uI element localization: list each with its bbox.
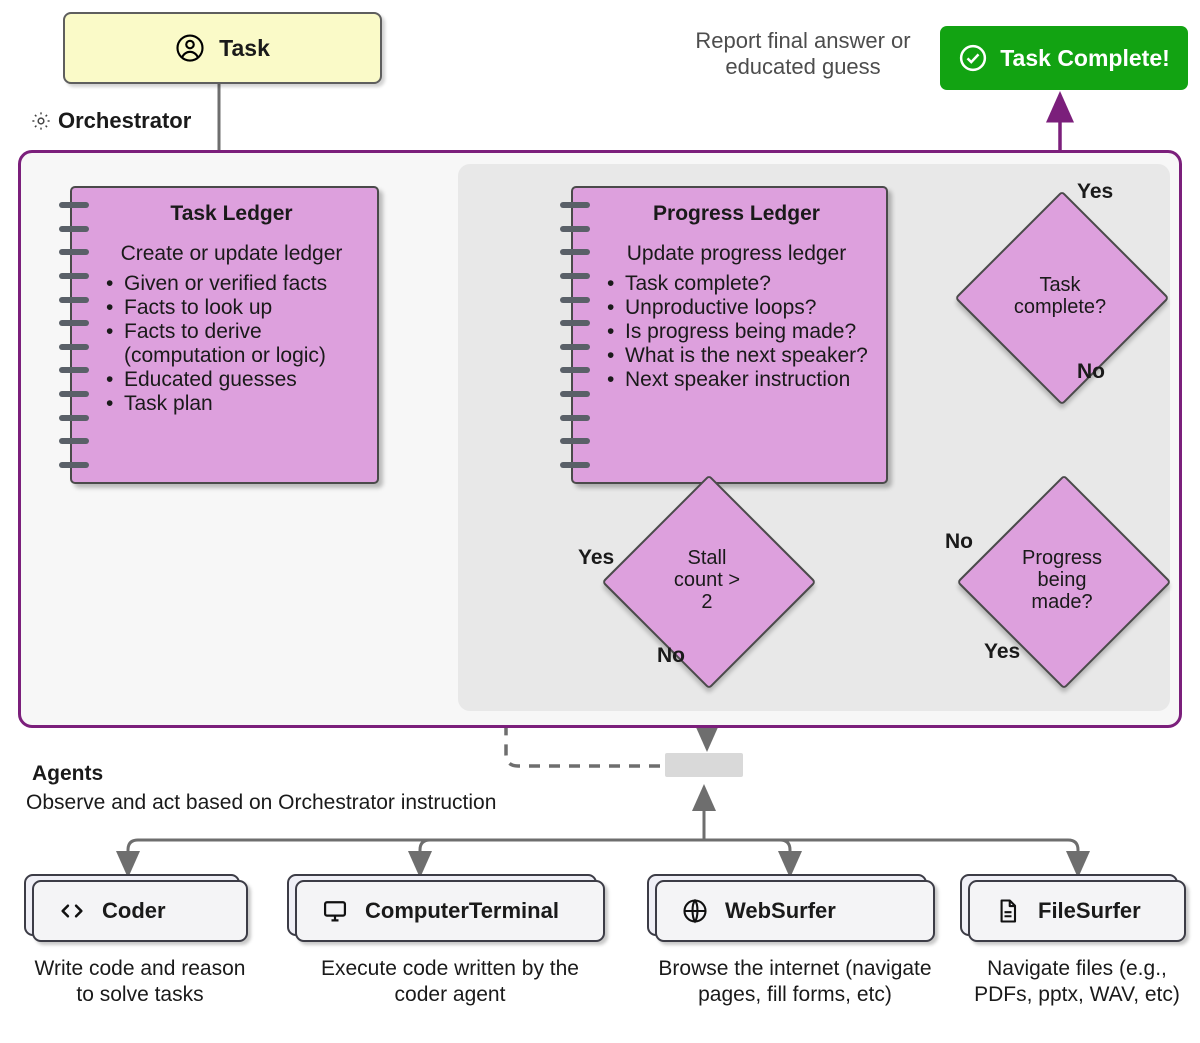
orchestrator-label: Orchestrator bbox=[58, 108, 192, 133]
agent-card-websurfer[interactable]: WebSurfer Browse the internet (navigate … bbox=[647, 874, 935, 1009]
agent-card-coder[interactable]: Coder Write code and reason to solve tas… bbox=[24, 874, 248, 1009]
task-ledger-list: Given or verified facts Facts to look up… bbox=[98, 272, 365, 416]
task-ledger-node[interactable]: Task Ledger Create or update ledger Give… bbox=[59, 186, 379, 484]
edge-label-progress-no: No bbox=[945, 530, 973, 553]
edge-label-taskcomplete-yes: Yes bbox=[1077, 180, 1114, 203]
notebook-rings-icon bbox=[59, 202, 89, 468]
edge-label-stall-no: No bbox=[657, 644, 685, 667]
report-line-1: Report final answer or bbox=[695, 28, 911, 53]
edge-label-progress-yes: Yes bbox=[984, 640, 1021, 663]
agent-hub-bar bbox=[665, 753, 743, 777]
agent-description: Navigate files (e.g., PDFs, pptx, WAV, e… bbox=[974, 957, 1180, 1007]
progress-ledger-list: Task complete? Unproductive loops? Is pr… bbox=[599, 272, 874, 392]
decision-line-2: complete? bbox=[1013, 296, 1107, 318]
decision-task-complete[interactable]: Task complete? bbox=[954, 190, 1170, 406]
agents-section-subtitle: Observe and act based on Orchestrator in… bbox=[26, 791, 497, 814]
decision-line-1: Task bbox=[1039, 274, 1081, 296]
code-icon bbox=[58, 897, 86, 925]
list-item: Educated guesses bbox=[102, 368, 365, 392]
list-item: Facts to derive (computation or logic) bbox=[102, 320, 365, 368]
agent-name: WebSurfer bbox=[725, 898, 836, 923]
decision-line-2: being bbox=[1037, 569, 1087, 591]
agent-name: FileSurfer bbox=[1038, 898, 1141, 923]
gear-icon bbox=[30, 110, 52, 132]
report-annotation: Report final answer or educated guess bbox=[672, 28, 934, 81]
report-line-2: educated guess bbox=[725, 54, 881, 80]
person-circle-icon bbox=[175, 33, 205, 63]
decision-line-3: 2 bbox=[701, 591, 713, 613]
list-item: Task complete? bbox=[603, 272, 874, 296]
edge-bus-to-websurfer bbox=[704, 838, 802, 878]
agent-card-body[interactable]: FileSurfer bbox=[960, 874, 1186, 942]
list-item: Facts to look up bbox=[102, 296, 365, 320]
edge-bus-to-terminal bbox=[408, 838, 704, 878]
agent-card-computerterminal[interactable]: ComputerTerminal Execute code written by… bbox=[287, 874, 605, 1009]
task-complete-label: Task Complete! bbox=[1000, 44, 1170, 71]
agent-description: Browse the internet (navigate pages, fil… bbox=[658, 957, 932, 1007]
agent-card-body[interactable]: Coder bbox=[24, 874, 248, 942]
document-icon bbox=[994, 897, 1022, 925]
decision-line-3: made? bbox=[1031, 591, 1093, 613]
list-item: Task plan bbox=[102, 392, 365, 416]
decision-line-2: count > bbox=[673, 569, 741, 591]
agent-card-body[interactable]: ComputerTerminal bbox=[287, 874, 605, 942]
edge-label-taskcomplete-no: No bbox=[1077, 360, 1105, 383]
agent-name: Coder bbox=[102, 898, 166, 923]
monitor-icon bbox=[321, 897, 349, 925]
decision-stall-count-label: Stall count > 2 bbox=[633, 506, 781, 654]
decision-line-1: Progress bbox=[1021, 547, 1103, 569]
decision-task-complete-label: Task complete? bbox=[986, 222, 1134, 370]
progress-ledger-subtitle: Update progress ledger bbox=[626, 242, 847, 265]
edge-bus-to-coder bbox=[116, 838, 704, 878]
decision-line-1: Stall bbox=[687, 547, 727, 569]
agents-section-title: Agents bbox=[32, 762, 104, 785]
list-item: Next speaker instruction bbox=[603, 368, 874, 392]
orchestrator-title: Orchestrator bbox=[30, 108, 191, 134]
task-node[interactable]: Task bbox=[63, 12, 382, 84]
check-circle-icon bbox=[958, 43, 988, 73]
list-item: Given or verified facts bbox=[102, 272, 365, 296]
list-item: What is the next speaker? bbox=[603, 344, 874, 368]
decision-progress-made-label: Progress being made? bbox=[988, 506, 1136, 654]
agent-name: ComputerTerminal bbox=[365, 898, 559, 923]
edge-label-stall-yes: Yes bbox=[578, 546, 615, 569]
globe-icon bbox=[681, 897, 709, 925]
notebook-rings-icon bbox=[560, 202, 590, 468]
list-item: Is progress being made? bbox=[603, 320, 874, 344]
edge-bus-to-filesurfer bbox=[704, 838, 1090, 878]
task-label: Task bbox=[219, 34, 270, 61]
task-ledger-subtitle: Create or update ledger bbox=[120, 242, 343, 265]
agent-description: Execute code written by the coder agent bbox=[321, 957, 579, 1007]
task-ledger-title: Task Ledger bbox=[170, 202, 293, 225]
decision-progress-made[interactable]: Progress being made? bbox=[956, 474, 1172, 690]
agent-description: Write code and reason to solve tasks bbox=[34, 957, 246, 1007]
progress-ledger-title: Progress Ledger bbox=[653, 202, 820, 225]
task-complete-badge[interactable]: Task Complete! bbox=[940, 26, 1188, 90]
progress-ledger-node[interactable]: Progress Ledger Update progress ledger T… bbox=[560, 186, 888, 484]
agent-card-body[interactable]: WebSurfer bbox=[647, 874, 935, 942]
agent-card-filesurfer[interactable]: FileSurfer Navigate files (e.g., PDFs, p… bbox=[960, 874, 1186, 1009]
decision-stall-count[interactable]: Stall count > 2 bbox=[601, 474, 817, 690]
list-item: Unproductive loops? bbox=[603, 296, 874, 320]
